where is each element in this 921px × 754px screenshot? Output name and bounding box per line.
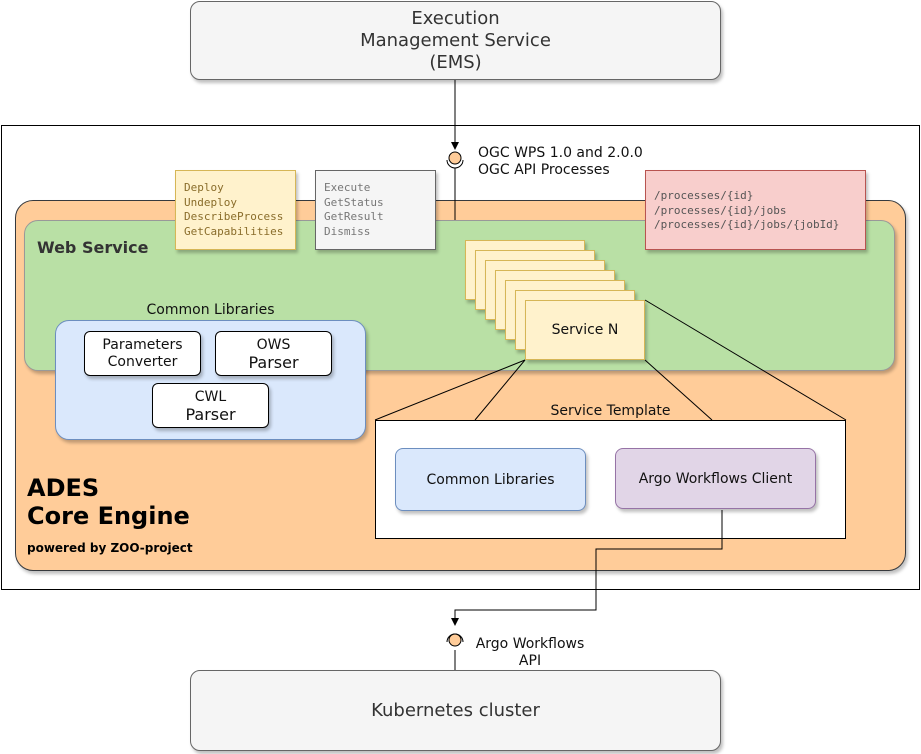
cwl-parser-module[interactable]: CWL Parser — [152, 383, 269, 428]
params-line-1: Parameters — [102, 336, 183, 353]
argo-api-label: Argo Workflows API — [470, 636, 590, 670]
kubernetes-cluster-node[interactable]: Kubernetes cluster — [190, 670, 721, 751]
wps-op-undeploy: Undeploy — [184, 195, 237, 209]
interface-label: OGC WPS 1.0 and 2.0.0 OGC API Processes — [478, 145, 643, 179]
wps-op-get-result: GetResult — [324, 210, 384, 223]
ades-title: ADES Core Engine — [27, 474, 190, 530]
endpoint-jobs: /processes/{id}/jobs — [654, 203, 787, 217]
argo-api-line-2: API — [518, 653, 542, 669]
wps-op-describe-process: DescribeProcess — [184, 210, 284, 223]
ows-line-2: Parser — [248, 352, 299, 372]
service-n-node[interactable]: Service N — [525, 300, 645, 360]
wps-op-deploy: Deploy — [184, 181, 224, 194]
endpoint-job: /processes/{id}/jobs/{jobId} — [654, 218, 840, 231]
wps-op-dismiss: Dismiss — [324, 224, 371, 238]
parameters-converter-module[interactable]: Parameters Converter — [84, 331, 201, 376]
argo-workflows-client[interactable]: Argo Workflows Client — [615, 448, 816, 509]
endpoint-process: /processes/{id} — [654, 189, 754, 202]
api-endpoints-note: /processes/{id} /processes/{id}/jobs /pr… — [645, 170, 866, 250]
argo-workflows-client-label: Argo Workflows Client — [638, 470, 793, 487]
ems-line-2: Management Service — [360, 29, 551, 51]
ems-line-1: Execution — [411, 7, 500, 29]
ems-line-3: (EMS) — [429, 51, 482, 73]
service-n-label: Service N — [551, 322, 619, 338]
wps-op-get-status: GetStatus — [324, 195, 384, 209]
ems-node[interactable]: Execution Management Service (EMS) — [190, 1, 721, 80]
web-service-title: Web Service — [37, 238, 149, 257]
template-common-libraries-label: Common Libraries — [426, 471, 555, 488]
template-common-libraries[interactable]: Common Libraries — [395, 448, 586, 511]
argo-api-line-1: Argo Workflows — [475, 636, 585, 652]
interface-line-1: OGC WPS 1.0 and 2.0.0 — [478, 145, 643, 161]
common-libraries-label: Common Libraries — [146, 302, 275, 318]
interface-line-2: OGC API Processes — [478, 162, 610, 178]
wps-op-execute: Execute — [324, 181, 371, 194]
ows-parser-module[interactable]: OWS Parser — [215, 331, 332, 376]
cwl-line-2: Parser — [185, 404, 236, 424]
argo-api-socket — [446, 633, 464, 643]
wps-operations-note-2: Execute GetStatus GetResult Dismiss — [315, 170, 436, 250]
ows-line-1: OWS — [256, 336, 291, 353]
kubernetes-cluster-label: Kubernetes cluster — [371, 700, 540, 721]
params-line-2: Converter — [107, 353, 178, 370]
wps-operations-note-1: Deploy Undeploy DescribeProcess GetCapab… — [175, 170, 296, 250]
service-template-label: Service Template — [550, 403, 671, 419]
wps-op-get-capabilities: GetCapabilities — [184, 224, 284, 238]
argo-api-port — [448, 633, 462, 647]
ades-title-line-2: Core Engine — [27, 502, 190, 530]
cwl-line-1: CWL — [194, 388, 227, 405]
ades-title-line-1: ADES — [27, 474, 100, 502]
powered-by-label: powered by ZOO-project — [27, 541, 193, 555]
